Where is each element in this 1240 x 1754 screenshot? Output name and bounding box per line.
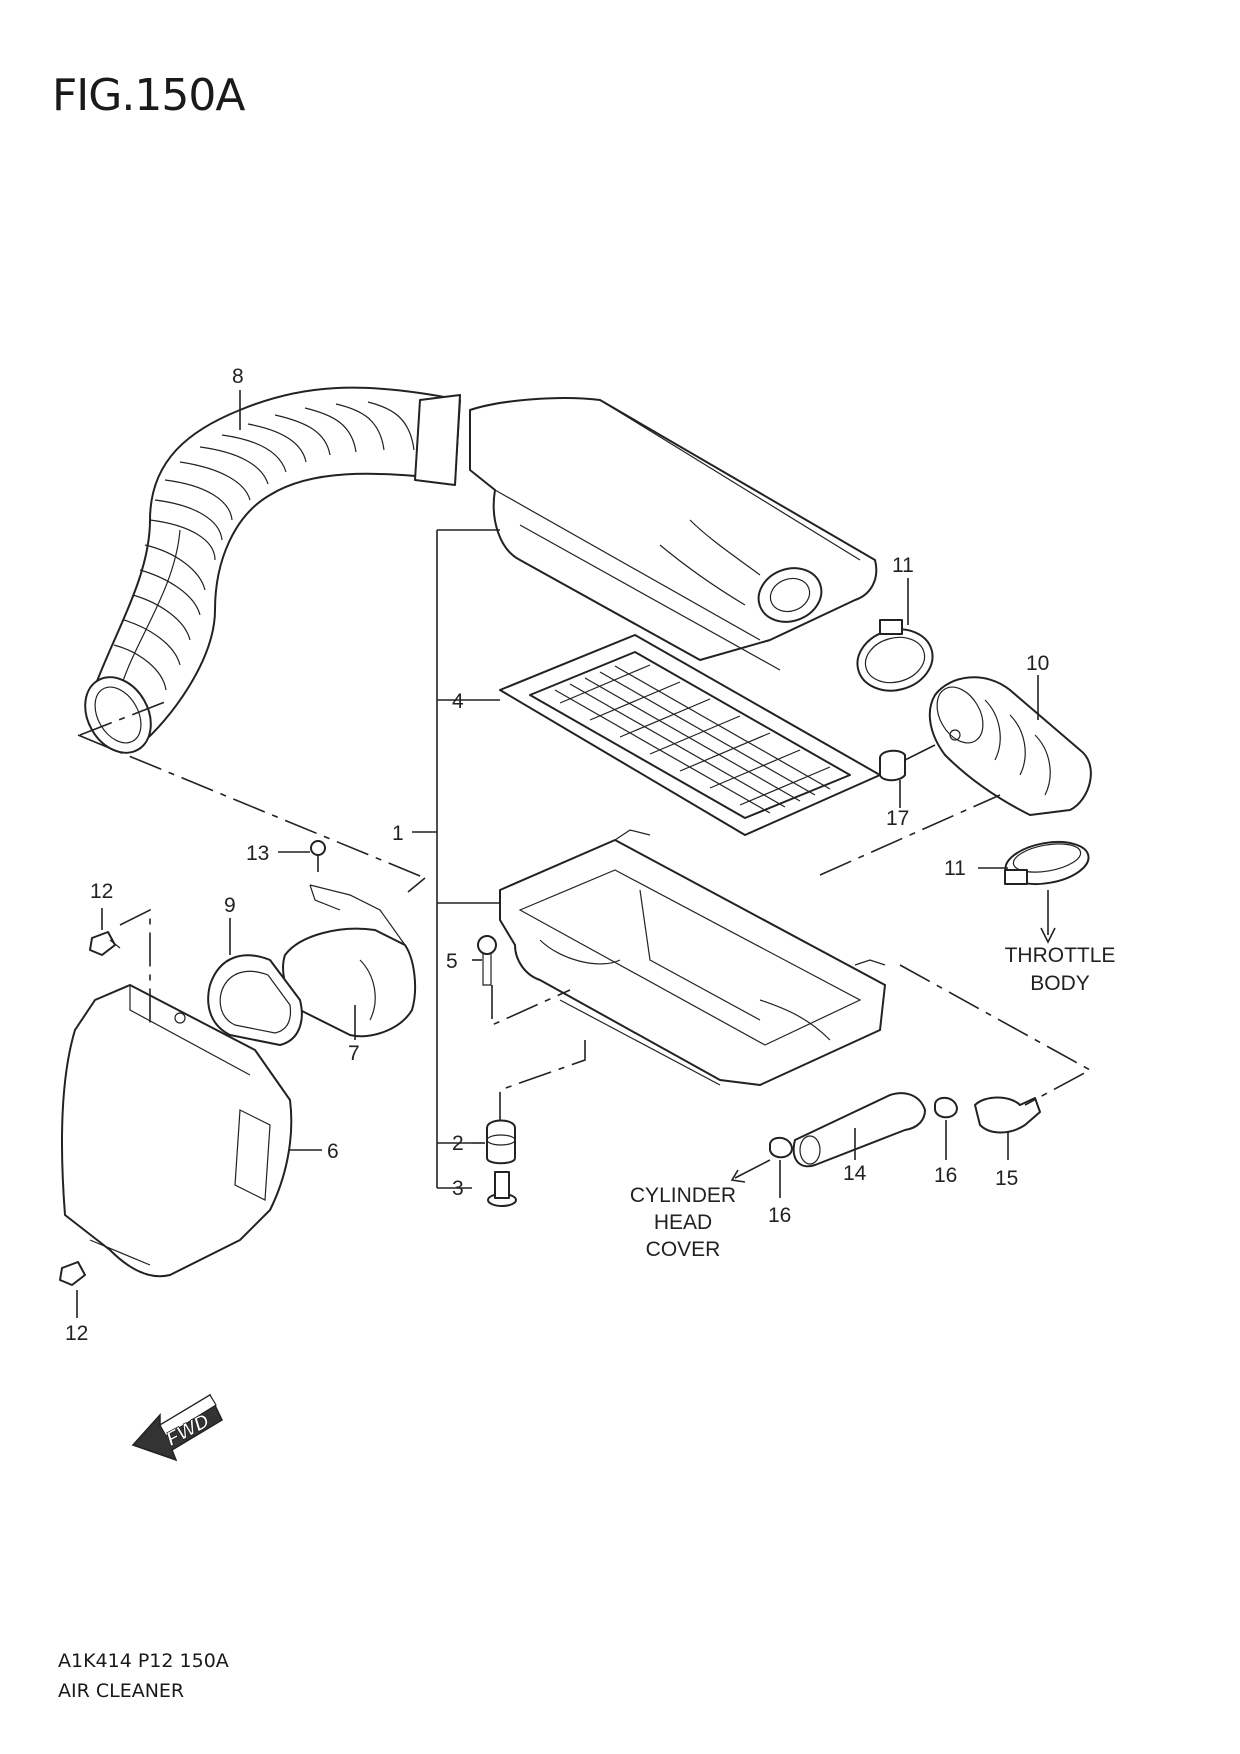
- part-7-inlet-duct: [282, 884, 417, 1038]
- leader-lines: [76, 390, 1092, 1318]
- callout-5: 5: [446, 950, 458, 973]
- note-cylinder-line2: HEAD: [654, 1211, 712, 1234]
- part-16-hose-clip-right: [934, 1096, 958, 1119]
- part-1-cleaner-lower-case: [499, 829, 886, 1086]
- part-16-hose-clip-left: [769, 1136, 793, 1159]
- callout-2: 2: [452, 1132, 464, 1155]
- callout-11-upper: 11: [892, 554, 914, 577]
- part-2-grommet: [486, 1119, 516, 1165]
- callout-6: 6: [327, 1140, 339, 1163]
- footer-figure-code: A1K414 P12 150A: [58, 1650, 229, 1672]
- part-11-clamp-lower: [1004, 840, 1090, 886]
- part-17-sensor: [879, 744, 936, 782]
- callout-16-left: 16: [768, 1204, 791, 1227]
- part-5-screw: [477, 935, 497, 986]
- callout-13: 13: [246, 842, 269, 865]
- part-14-breather-hose: [792, 1092, 926, 1168]
- part-8-intake-hose: [84, 386, 461, 754]
- callout-3: 3: [452, 1177, 464, 1200]
- callout-10: 10: [1026, 652, 1049, 675]
- fwd-arrow-icon: FWD: [131, 1393, 223, 1462]
- part-3-collar: [487, 1171, 517, 1207]
- callout-7: 7: [348, 1042, 360, 1065]
- note-throttle-line1: THROTTLE: [1005, 944, 1116, 967]
- callout-15: 15: [995, 1167, 1018, 1190]
- part-10-throttle-hose: [928, 676, 1092, 816]
- footer-figure-name: AIR CLEANER: [58, 1680, 185, 1702]
- part-15-union: [974, 1096, 1041, 1134]
- callout-8: 8: [232, 365, 244, 388]
- notes: THROTTLE BODY CYLINDER HEAD COVER: [630, 944, 1116, 1261]
- figure-title: FIG.150A: [52, 70, 245, 121]
- callout-12-upper: 12: [90, 880, 113, 903]
- part-1-cleaner-upper-case: [469, 397, 878, 671]
- part-13-bolt: [310, 840, 326, 872]
- callout-12-lower: 12: [65, 1322, 88, 1345]
- note-cylinder-line3: COVER: [646, 1238, 721, 1261]
- callouts: 8 11 10 4 17 1 13 11 12 9 5 7 6 2 3 14 1…: [65, 365, 1049, 1345]
- callout-9: 9: [224, 894, 236, 917]
- callout-16-right: 16: [934, 1164, 957, 1187]
- callout-4: 4: [452, 690, 464, 713]
- part-12-clip-lower: [59, 1261, 86, 1286]
- part-12-clip-upper: [89, 931, 121, 956]
- callout-14: 14: [843, 1162, 867, 1185]
- note-throttle-line2: BODY: [1030, 972, 1090, 995]
- part-9-seal: [207, 954, 303, 1046]
- part-6-duct-housing: [61, 984, 293, 1278]
- callout-1: 1: [392, 822, 404, 845]
- part-4-filter-element: [499, 634, 881, 836]
- part-11-clamp-upper: [856, 619, 934, 692]
- callout-17: 17: [886, 807, 909, 830]
- note-cylinder-line1: CYLINDER: [630, 1184, 736, 1207]
- callout-11-lower: 11: [944, 857, 966, 880]
